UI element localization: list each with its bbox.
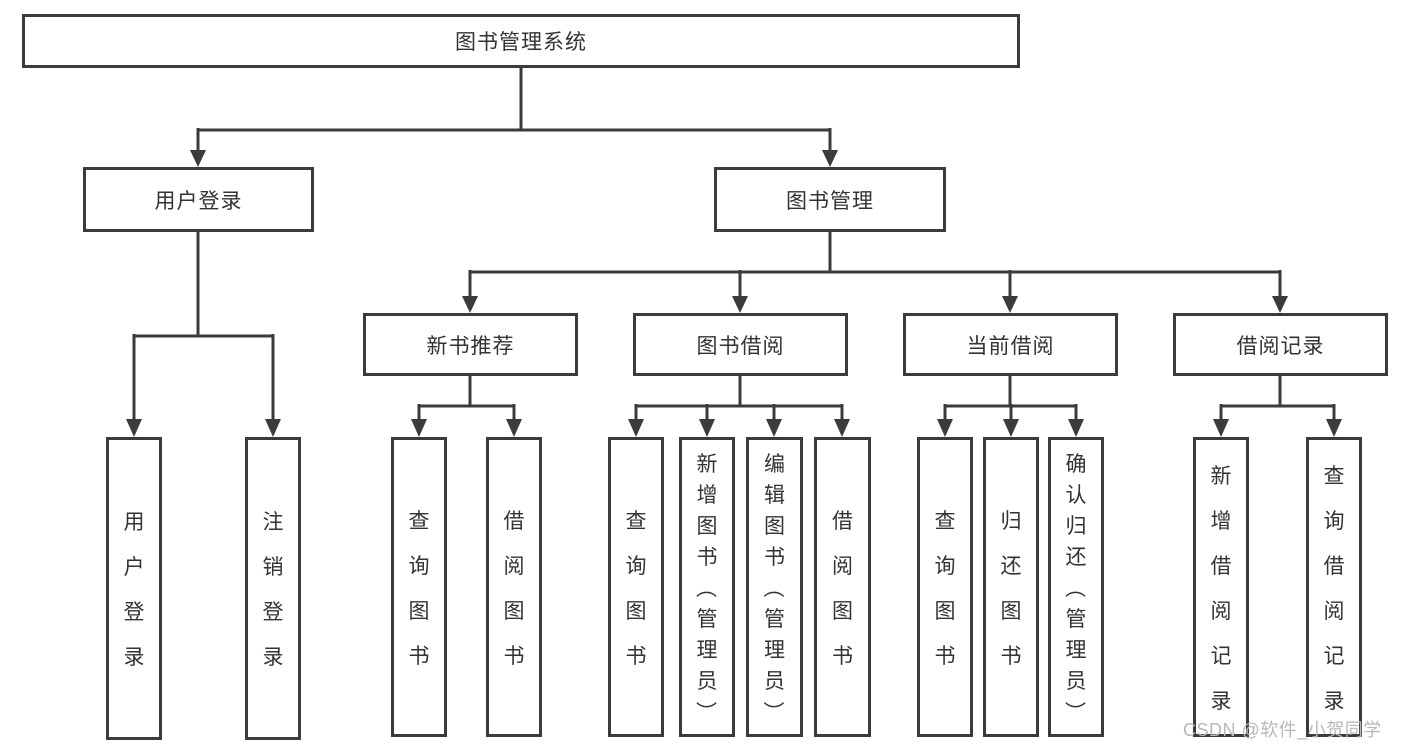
leaf-borrow-book: 借阅图书 — [814, 437, 871, 737]
node-current-borrow: 当前借阅 — [903, 313, 1118, 376]
node-book-borrow: 图书借阅 — [633, 313, 848, 376]
leaf-add-borrow-record: 新增借阅记录 — [1193, 437, 1249, 737]
node-label: 图书管理系统 — [455, 31, 587, 54]
leaf-edit-book-admin: 编辑图书（管理员） — [746, 437, 803, 737]
leaf-query-borrow-record: 查询借阅记录 — [1306, 437, 1362, 737]
node-label: 图书借阅 — [696, 334, 785, 358]
leaf-query-book-borrow: 查询图书 — [608, 437, 664, 737]
node-new-book-recommend: 新书推荐 — [363, 313, 578, 376]
node-label: 确认归还（管理员） — [1063, 453, 1087, 722]
node-label: 编辑图书（管理员） — [761, 453, 786, 722]
leaf-user-login: 用户登录 — [106, 437, 162, 740]
node-label: 用户登录 — [123, 511, 145, 669]
node-label: 新增图书（管理员） — [694, 453, 718, 722]
node-book-management: 图书管理 — [714, 167, 946, 232]
node-label: 归还图书 — [1000, 509, 1022, 668]
node-user-login: 用户登录 — [83, 167, 314, 232]
node-label: 查询图书 — [625, 509, 647, 668]
leaf-query-book-current: 查询图书 — [917, 437, 973, 737]
csdn-watermark: CSDN @软件_小贺同学 — [1183, 720, 1382, 740]
node-label: 查询图书 — [934, 509, 956, 668]
leaf-add-book-admin: 新增图书（管理员） — [679, 437, 735, 737]
leaf-logout-login: 注销登录 — [245, 437, 301, 740]
leaf-query-book-recommend: 查询图书 — [391, 437, 447, 737]
node-label: 新增借阅记录 — [1210, 464, 1232, 713]
leaf-return-book: 归还图书 — [983, 437, 1039, 737]
node-label: 借阅图书 — [503, 509, 525, 668]
leaf-borrow-book-recommend: 借阅图书 — [486, 437, 542, 737]
node-label: 查询图书 — [408, 509, 430, 668]
node-label: 借阅记录 — [1236, 334, 1325, 358]
node-label: 新书推荐 — [426, 334, 515, 358]
node-label: 用户登录 — [154, 189, 243, 213]
node-label: 当前借阅 — [966, 334, 1055, 358]
node-borrow-records: 借阅记录 — [1173, 313, 1388, 376]
node-label: 注销登录 — [262, 511, 284, 669]
node-label: 图书管理 — [786, 189, 874, 213]
node-library-management-system: 图书管理系统 — [22, 14, 1020, 68]
leaf-confirm-return-admin: 确认归还（管理员） — [1048, 437, 1104, 737]
node-label: 借阅图书 — [832, 509, 853, 668]
node-label: 查询借阅记录 — [1323, 464, 1345, 713]
